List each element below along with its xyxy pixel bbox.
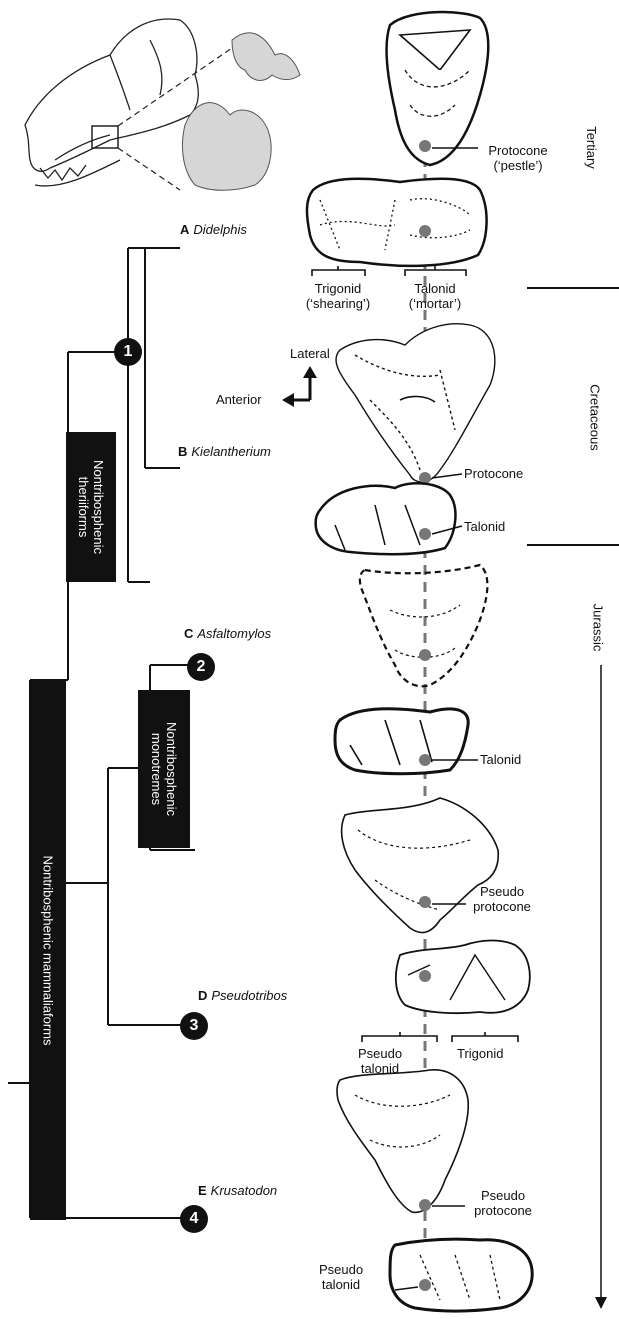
label-protocone-pestle-line1: Protocone: [478, 143, 558, 158]
label-pseudo-talonid-d-line2: talonid: [345, 1061, 415, 1076]
group-theriiforms-line2: theriiforms: [76, 460, 91, 554]
period-jurassic: Jurassic: [590, 604, 605, 652]
group-nontribosphenic-mammaliaforms: Nontribosphenic mammaliaforms: [30, 680, 66, 1220]
label-talonid-mortar-line1: Talonid: [395, 281, 475, 296]
label-trigonid-pseudotribos: Trigonid: [457, 1046, 503, 1061]
tooth-didelphis-upper: [387, 12, 489, 165]
label-pseudo-protocone-e-line2: protocone: [463, 1203, 543, 1218]
label-pseudo-protocone-krusatodon: Pseudo protocone: [463, 1188, 543, 1218]
tooth-kielantherium-lower: [316, 483, 456, 554]
taxon-e-name: Krusatodon: [211, 1183, 278, 1198]
taxon-a: A Didelphis: [180, 222, 247, 237]
node-3: 3: [180, 1012, 208, 1040]
label-talonid-mortar-line2: (‘mortar’): [395, 296, 475, 311]
taxon-b-name: Kielantherium: [191, 444, 271, 459]
taxon-c-name: Asfaltomylos: [197, 626, 271, 641]
label-pseudo-talonid-e-line2: talonid: [306, 1277, 376, 1292]
orientation-arrows: [282, 366, 317, 407]
label-protocone-pestle-line2: (‘pestle’): [478, 158, 558, 173]
label-pseudo-talonid-e-line1: Pseudo: [306, 1262, 376, 1277]
label-trigonid-shearing-line2: (‘shearing’): [298, 296, 378, 311]
label-protocone-pestle: Protocone (‘pestle’): [478, 143, 558, 173]
tooth-asfaltomylos-lower: [335, 709, 468, 774]
label-trigonid-shearing-line1: Trigonid: [298, 281, 378, 296]
taxon-d: D Pseudotribos: [198, 988, 287, 1003]
orientation-anterior-label: Anterior: [216, 392, 262, 407]
label-protocone: Protocone: [464, 466, 523, 481]
label-pseudo-talonid-d-line1: Pseudo: [345, 1046, 415, 1061]
taxon-c: C Asfaltomylos: [184, 626, 271, 641]
period-dividers: [527, 288, 619, 545]
label-pseudo-protocone-e-line1: Pseudo: [463, 1188, 543, 1203]
label-talonid-kielantherium: Talonid: [464, 519, 505, 534]
group-mammaliaforms-label: Nontribosphenic mammaliaforms: [41, 855, 56, 1045]
taxon-d-letter: D: [198, 988, 207, 1003]
tooth-pseudotribos-lower: [396, 940, 530, 1013]
orientation-lateral-label: Lateral: [290, 346, 330, 361]
group-nontribosphenic-monotremes: Nontribosphenic monotremes: [138, 690, 190, 848]
label-pseudo-talonid-krusatodon: Pseudo talonid: [306, 1262, 376, 1292]
group-nontribosphenic-theriiforms: Nontribosphenic theriiforms: [66, 432, 116, 582]
group-monotremes-line2: monotremes: [149, 722, 164, 816]
tooth-detail-sketch: [182, 33, 300, 190]
period-tertiary: Tertiary: [584, 126, 599, 169]
tooth-kielantherium-upper: [336, 324, 495, 484]
taxon-e-letter: E: [198, 1183, 207, 1198]
label-talonid-mortar: Talonid (‘mortar’): [395, 281, 475, 311]
label-pseudo-protocone-d-line1: Pseudo: [462, 884, 542, 899]
label-trigonid-shearing: Trigonid (‘shearing’): [298, 281, 378, 311]
skull-sketch: [25, 19, 198, 186]
taxon-d-name: Pseudotribos: [211, 988, 287, 1003]
taxon-b-letter: B: [178, 444, 187, 459]
group-theriiforms-line1: Nontribosphenic: [91, 460, 106, 554]
taxon-a-letter: A: [180, 222, 189, 237]
label-pseudo-talonid-pseudotribos: Pseudo talonid: [345, 1046, 415, 1076]
node-1: 1: [114, 338, 142, 366]
tooth-krusatodon-lower: [390, 1239, 532, 1311]
group-monotremes-line1: Nontribosphenic: [164, 722, 179, 816]
tooth-krusatodon-upper: [337, 1070, 468, 1213]
node-2: 2: [187, 653, 215, 681]
tooth-didelphis-lower: [307, 179, 487, 266]
taxon-a-name: Didelphis: [193, 222, 246, 237]
period-cretaceous: Cretaceous: [588, 384, 603, 450]
taxon-e: E Krusatodon: [198, 1183, 277, 1198]
taxon-b: B Kielantherium: [178, 444, 271, 459]
node-4: 4: [180, 1205, 208, 1233]
label-talonid-asfaltomylos: Talonid: [480, 752, 521, 767]
label-pseudo-protocone-pseudotribos: Pseudo protocone: [462, 884, 542, 914]
taxon-c-letter: C: [184, 626, 193, 641]
label-pseudo-protocone-d-line2: protocone: [462, 899, 542, 914]
